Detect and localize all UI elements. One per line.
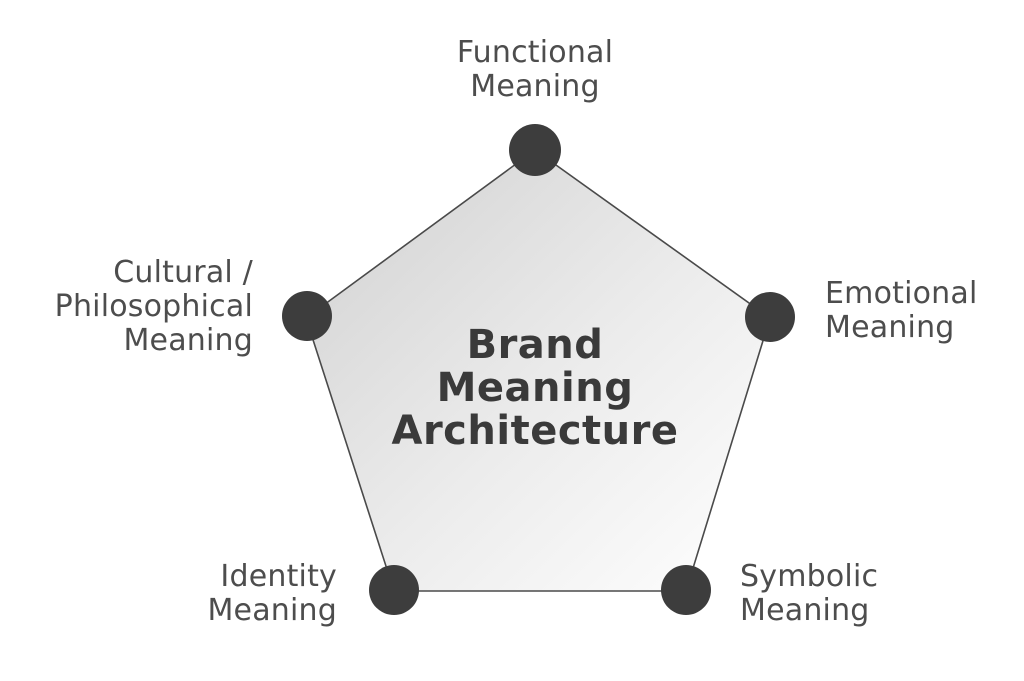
- pentagon-shape: [305, 149, 771, 592]
- node-emotional-dot: [745, 292, 795, 342]
- node-symbolic-dot: [661, 565, 711, 615]
- label-identity-meaning: Identity Meaning: [207, 559, 337, 628]
- node-identity-dot: [369, 565, 419, 615]
- node-cultural-dot: [282, 291, 332, 341]
- diagram-title: Brand Meaning Architecture: [391, 322, 679, 454]
- label-emotional-meaning: Emotional Meaning: [825, 276, 978, 345]
- label-symbolic-meaning: Symbolic Meaning: [740, 559, 879, 628]
- label-functional-meaning: Functional Meaning: [456, 35, 614, 104]
- label-cultural-philosophical-meaning: Cultural / Philosophical Meaning: [54, 255, 253, 358]
- node-functional-dot: [509, 124, 561, 176]
